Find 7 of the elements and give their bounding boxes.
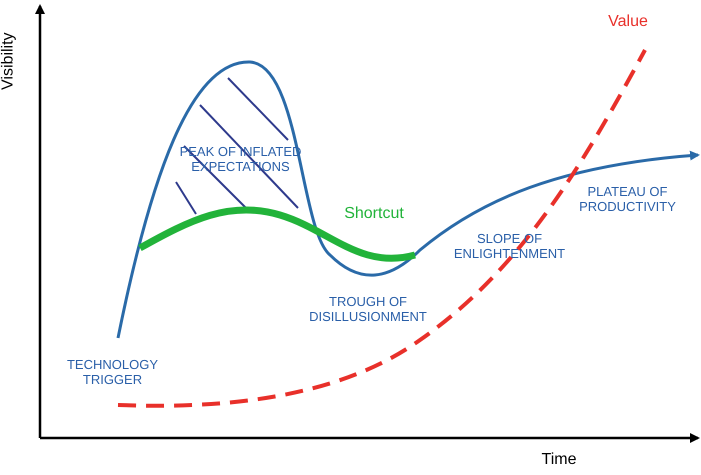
phase-label: PLATEAU OF PRODUCTIVITY [578, 185, 677, 215]
phase-label: TECHNOLOGY TRIGGER [66, 358, 159, 388]
curve-label: Value [607, 13, 649, 32]
phase-label: TROUGH OF DISILLUSIONMENT [308, 295, 428, 325]
axis-label: Visibility [0, 32, 18, 90]
axis-label: Time [540, 451, 578, 470]
curve-label: Shortcut [343, 205, 405, 224]
